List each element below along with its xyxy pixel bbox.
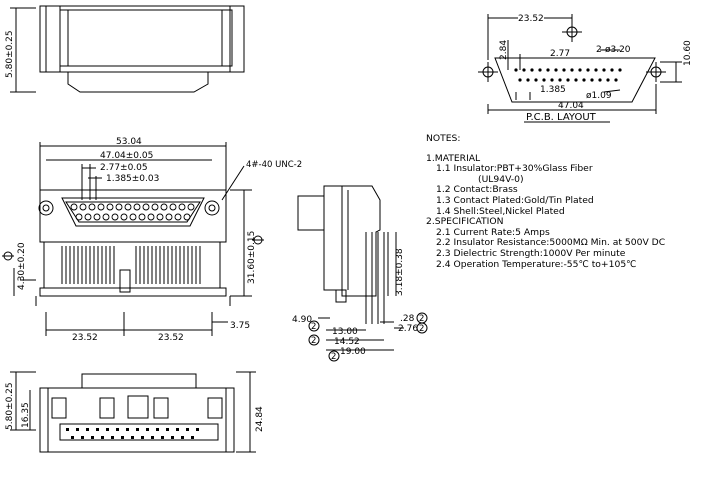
notes-m2: 1.2 Contact:Brass	[436, 184, 518, 196]
notes-m1b: (UL94V-0)	[478, 173, 524, 185]
side-callout-4: 2	[419, 314, 424, 324]
notes-s4: 2.4 Operation Temperature:-55℃ to+105℃	[436, 258, 637, 270]
side-view	[297, 185, 428, 362]
bottom-view-pins	[66, 428, 199, 439]
notes-m3: 1.3 Contact Plated:Gold/Tin Plated	[436, 194, 594, 206]
notes-m4: 1.4 Shell:Steel,Nickel Plated	[436, 205, 565, 217]
side-dim-28: .28	[400, 314, 415, 324]
bottom-dim-5-80: 5.80±0.25	[5, 382, 15, 430]
top-dim-5-80: 5.80±0.25	[5, 30, 15, 78]
pcb-dim-hole: 2-ø3.20	[596, 45, 631, 55]
front-dim-23-52-right: 23.52	[158, 333, 184, 343]
notes-s1: 2.1 Current Rate:5 Amps	[436, 226, 550, 238]
bottom-view	[10, 371, 256, 453]
pcb-pin-holes	[514, 68, 622, 82]
side-callout-3: 2	[331, 352, 336, 362]
side-dim-2-76: 2.76	[398, 324, 418, 334]
notes-heading: NOTES:	[426, 133, 461, 144]
side-dim-14-52: 14.52	[334, 337, 360, 347]
top-view	[10, 5, 245, 93]
side-dim-3-18: 3.18±0.38	[395, 248, 405, 296]
front-dim-47-04: 47.04±0.05	[100, 151, 153, 161]
side-callout-5: 2	[419, 324, 424, 334]
front-dim-3-75: 3.75	[230, 321, 250, 331]
front-dim-screw: 4#-40 UNC-2	[246, 160, 302, 170]
front-dim-2-77: 2.77±0.05	[100, 163, 148, 173]
pcb-dim-2-84: 2.84	[499, 40, 509, 60]
notes-m1: 1.1 Insulator:PBT+30%Glass Fiber	[436, 163, 593, 175]
front-dim-31-60: 31.60±0.15	[247, 231, 257, 284]
pcb-dim-10-60: 10.60	[683, 40, 693, 66]
front-view	[2, 142, 264, 336]
pcb-layout-title: P.C.B. LAYOUT	[526, 112, 597, 123]
front-dim-1-385: 1.385±0.03	[106, 174, 159, 184]
side-dim-13-00: 13.00	[332, 327, 358, 337]
side-callout-1: 2	[311, 322, 316, 332]
notes-s2: 2.2 Insulator Resistance:5000MΩ Min. at …	[436, 237, 666, 249]
pcb-layout	[478, 14, 682, 123]
side-callout-2: 2	[311, 336, 316, 346]
front-dim-23-52-left: 23.52	[72, 333, 98, 343]
front-dim-4-30: 4.30±0.20	[17, 242, 27, 290]
pcb-dim-pin: ø1.09	[586, 91, 612, 101]
notes-spec: 2.SPECIFICATION	[426, 216, 504, 228]
front-view-fins	[61, 246, 201, 284]
front-dim-53-04: 53.04	[116, 137, 142, 147]
pcb-dim-1-385: 1.385	[540, 85, 566, 95]
bottom-dim-24-84: 24.84	[255, 406, 265, 432]
pcb-dim-2-77: 2.77	[550, 49, 570, 59]
notes-s3: 2.3 Dielectric Strength:1000V Per minute	[436, 247, 626, 259]
front-view-pins	[70, 203, 195, 221]
side-dim-19-00: 19.00	[340, 347, 366, 357]
pcb-dim-23-52: 23.52	[518, 14, 544, 24]
bottom-dim-16-35: 16.35	[21, 402, 31, 428]
notes-block: NOTES: 1.MATERIAL 1.1 Insulator:PBT+30%G…	[426, 133, 716, 270]
notes-material: 1.MATERIAL	[426, 152, 481, 164]
pcb-dim-47-04: 47.04	[558, 101, 584, 111]
side-dim-4-90: 4.90	[292, 315, 312, 325]
